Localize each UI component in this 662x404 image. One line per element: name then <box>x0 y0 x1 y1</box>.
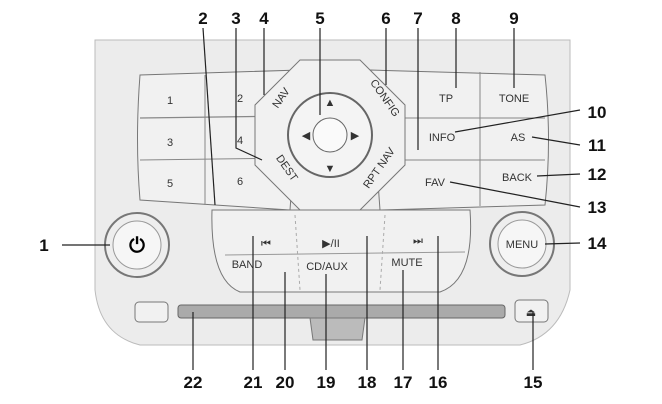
media-block <box>211 209 472 293</box>
info-button[interactable]: INFO <box>429 132 456 144</box>
preset-1[interactable]: 1 <box>167 95 173 107</box>
play-pause-button[interactable]: ▶/II <box>322 238 340 250</box>
eject-icon: ⏏ <box>526 307 536 319</box>
callout-10: 10 <box>588 103 607 122</box>
fav-button[interactable]: FAV <box>425 177 446 189</box>
eject-button[interactable] <box>514 299 549 323</box>
arrow-right-icon[interactable]: ▶ <box>351 130 360 142</box>
callout-3: 3 <box>231 9 240 28</box>
arrow-up-icon[interactable]: ▲ <box>325 97 336 109</box>
power-icon: ⏻ <box>129 233 145 257</box>
callout-1: 1 <box>39 236 48 255</box>
callout-6: 6 <box>381 9 390 28</box>
callout-14: 14 <box>588 234 607 253</box>
callout-22: 22 <box>184 373 203 392</box>
preset-5[interactable]: 5 <box>167 178 173 190</box>
arrow-down-icon[interactable]: ▼ <box>325 163 336 175</box>
callout-16: 16 <box>429 373 448 392</box>
callout-13: 13 <box>588 198 607 217</box>
cd-aux-button[interactable]: CD/AUX <box>306 261 348 273</box>
callout-17: 17 <box>394 373 413 392</box>
callout-18: 18 <box>358 373 377 392</box>
callout-2: 2 <box>198 9 207 28</box>
callout-4: 4 <box>259 9 269 28</box>
callout-5: 5 <box>315 9 324 28</box>
callout-9: 9 <box>509 9 518 28</box>
callout-19: 19 <box>317 373 336 392</box>
callout-20: 20 <box>276 373 295 392</box>
preset-4[interactable]: 4 <box>237 135 243 147</box>
right-block <box>369 69 549 211</box>
menu-label: MENU <box>506 239 538 251</box>
callout-7: 7 <box>413 9 422 28</box>
back-button[interactable]: BACK <box>502 172 533 184</box>
mute-button[interactable]: MUTE <box>391 257 422 269</box>
tone-button[interactable]: TONE <box>499 93 529 105</box>
callout-12: 12 <box>588 165 607 184</box>
next-track-button[interactable]: ⏭ <box>413 235 423 247</box>
cd-slot <box>177 304 506 319</box>
callout-8: 8 <box>451 9 460 28</box>
center-button[interactable] <box>312 117 348 153</box>
prev-track-button[interactable]: ⏮ <box>261 238 271 250</box>
callout-21: 21 <box>244 373 263 392</box>
callout-15: 15 <box>524 373 543 392</box>
callout-11: 11 <box>588 136 606 155</box>
small-button[interactable] <box>134 301 169 323</box>
arrow-left-icon[interactable]: ◀ <box>302 130 311 142</box>
leader-lines <box>62 27 581 370</box>
band-button[interactable]: BAND <box>232 259 263 271</box>
preset-6[interactable]: 6 <box>237 176 243 188</box>
as-button[interactable]: AS <box>511 132 526 144</box>
preset-2[interactable]: 2 <box>237 93 243 105</box>
preset-3[interactable]: 3 <box>167 137 173 149</box>
tp-button[interactable]: TP <box>439 93 453 105</box>
